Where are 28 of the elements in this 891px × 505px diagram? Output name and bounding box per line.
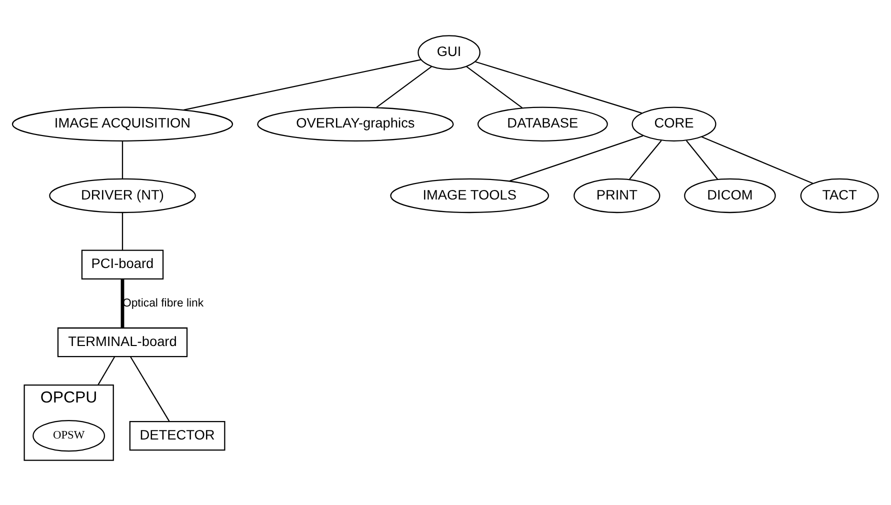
connector (98, 356, 116, 386)
node-ellipse: OPSW (32, 420, 106, 452)
node-box: DETECTOR (129, 420, 226, 451)
node-ellipse: PRINT (574, 178, 660, 214)
node-ellipse: IMAGE ACQUISITION (12, 106, 234, 142)
connector (475, 61, 642, 114)
edge-label: Optical fibre link (122, 297, 204, 310)
node-ellipse: DICOM (684, 178, 776, 214)
node-ellipse: TACT (800, 178, 879, 214)
connector (184, 59, 422, 111)
node-ellipse: IMAGE TOOLS (390, 178, 550, 214)
connector (686, 140, 718, 180)
node-ellipse: OVERLAY-graphics (257, 106, 454, 142)
connector (376, 66, 432, 108)
node-ellipse: CORE (632, 106, 716, 142)
connector (510, 135, 644, 182)
connector (702, 136, 814, 184)
connector (122, 141, 124, 179)
node-box: TERMINAL-board (57, 327, 188, 358)
node-ellipse: GUI (418, 35, 480, 70)
connector (120, 279, 124, 328)
connector (466, 66, 523, 108)
node-ellipse: DATABASE (477, 106, 608, 142)
connector (130, 356, 170, 422)
connector (629, 140, 662, 180)
node-ellipse: DRIVER (NT) (49, 178, 196, 214)
connector (122, 212, 124, 250)
node-box: PCI-board (81, 250, 164, 280)
